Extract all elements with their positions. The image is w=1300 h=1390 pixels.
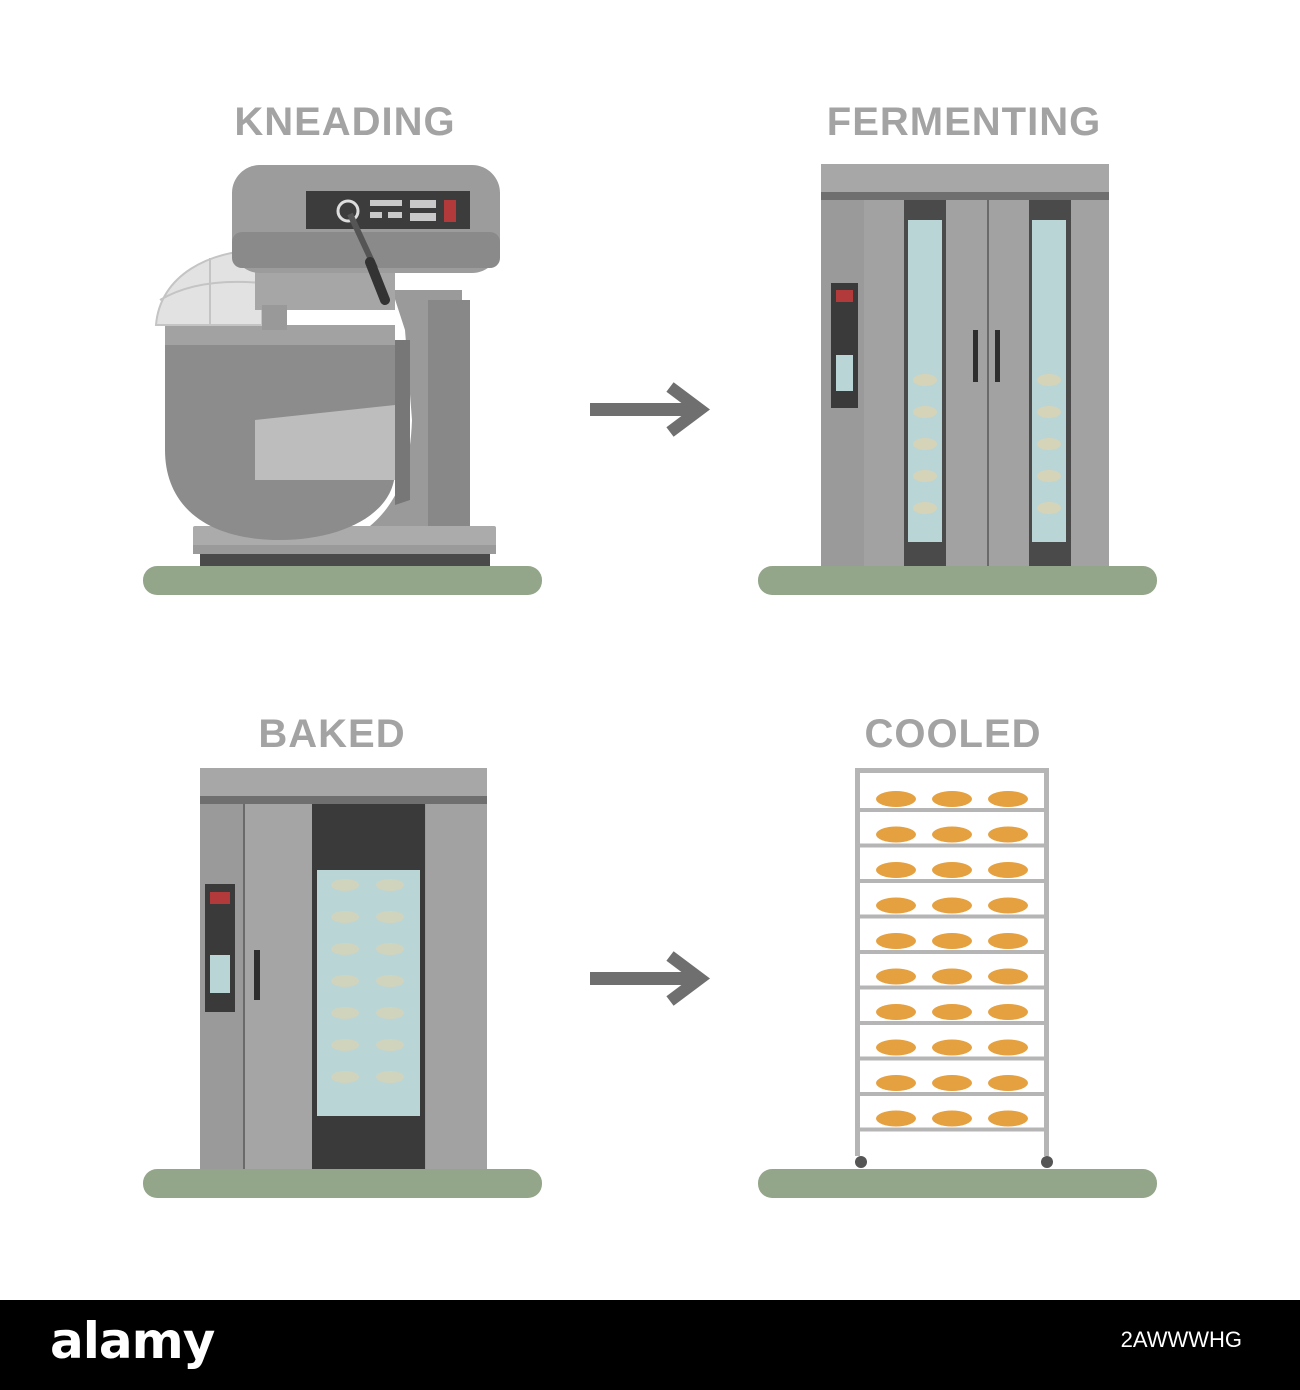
dough-piece [331,943,359,955]
rack-shelf [860,808,1044,812]
dough-piece [376,943,404,955]
bread-loaf [932,933,972,949]
arrow-right-icon [590,951,710,1006]
dough-piece [331,1039,359,1051]
dough-piece [913,438,937,450]
bread-loaf [988,1004,1028,1020]
diagram: KNEADING FERMENTING BAKED COOLED [143,100,1157,1198]
floor-kneading [143,566,542,595]
bread-loaf [876,933,916,949]
bread-loaf [988,826,1028,843]
rack-wheel [1041,1156,1053,1168]
rack-shelf [860,1127,1044,1132]
arrow-right-icon [590,382,710,437]
dough-piece [1037,406,1061,418]
dough-piece [331,1071,359,1083]
floor-cooled [758,1169,1157,1198]
floor-baked [143,1169,542,1198]
bread-loaf [932,897,972,914]
bread-loaf [988,968,1028,985]
bread-loaf [988,1039,1028,1056]
dough-piece [1037,374,1061,386]
dough-piece [376,1039,404,1051]
cooling-rack [855,768,1053,1168]
dough-piece [1037,438,1061,450]
footer-bar: alamy 2AWWWHG [0,1300,1300,1390]
step-label-baked: BAKED [258,712,406,756]
image-id: 2AWWWHG [1120,1327,1242,1352]
bread-loaf [876,791,916,807]
rack-shelf [860,843,1044,848]
dough-piece [913,374,937,386]
dough-piece [376,1071,404,1083]
bread-loaf [876,1004,916,1020]
dough-piece [913,502,937,514]
bread-loaf [876,826,916,843]
bread-loaf [932,862,972,878]
dough-piece [913,406,937,418]
bread-loaf [876,1039,916,1056]
dough-piece [913,470,937,482]
dough-piece [331,911,359,923]
bread-loaf [988,1110,1028,1127]
bread-loaf [876,1110,916,1127]
bread-loaf [988,933,1028,949]
dough-piece [1037,470,1061,482]
bread-loaf [932,1110,972,1127]
dough-piece [376,1007,404,1019]
rack-shelves [860,791,1044,1132]
illustration [143,164,1157,1198]
step-label-fermenting: FERMENTING [826,100,1102,144]
dough-piece [1037,502,1061,514]
rack-shelf [860,985,1044,990]
dough-piece [376,975,404,987]
bread-loaf [876,1075,916,1091]
dough-piece [376,879,404,891]
bread-loaf [932,1004,972,1020]
bakery-oven [200,768,487,1169]
dough-piece [331,975,359,987]
rack-shelf [860,879,1044,883]
rack-shelf [860,1021,1044,1025]
bread-loaf [988,897,1028,914]
dough-piece [376,911,404,923]
bread-loaf [988,1075,1028,1091]
bread-loaf [932,1075,972,1091]
step-label-cooled: COOLED [864,712,1042,756]
bread-loaf [988,791,1028,807]
bread-loaf [932,1039,972,1056]
rack-shelf [860,1092,1044,1096]
rack-shelf [860,914,1044,919]
bread-loaf [876,897,916,914]
bread-loaf [876,862,916,878]
bread-loaf [932,791,972,807]
brand-logo: alamy [50,1312,215,1370]
rack-shelf [860,950,1044,954]
rack-wheel [855,1156,867,1168]
bread-loaf [932,826,972,843]
dough-mixer [154,165,500,566]
bread-loaf [876,968,916,985]
proofing-cabinet [821,164,1109,566]
bread-loaf [988,862,1028,878]
floor-fermenting [758,566,1157,595]
bread-loaf [932,968,972,985]
dough-piece [331,879,359,891]
rack-shelf [860,1056,1044,1061]
dough-piece [331,1007,359,1019]
step-label-kneading: KNEADING [234,100,456,144]
